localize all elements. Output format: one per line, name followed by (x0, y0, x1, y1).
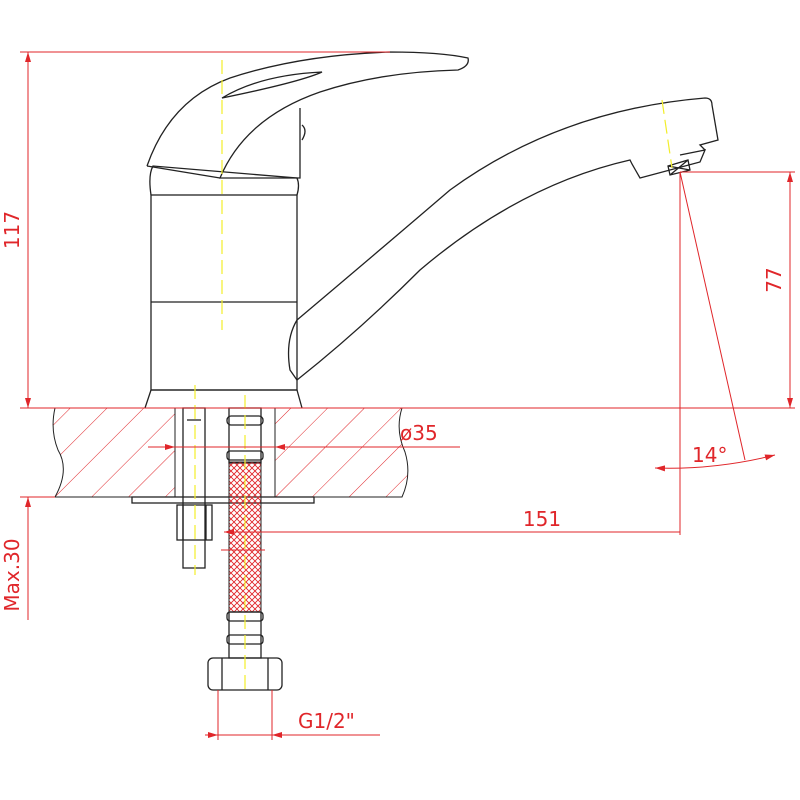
spout (287, 97, 719, 381)
faucet-body (144, 165, 303, 409)
angle-label: 14° (692, 443, 727, 467)
connection-label: G1/2" (298, 709, 355, 733)
centerlines (194, 60, 673, 695)
spout-height-label: 77 (762, 267, 786, 292)
countertop-section (52, 407, 409, 504)
lever-handle (146, 51, 469, 179)
max-thickness-label: Max.30 (0, 538, 24, 611)
reach-label: 151 (523, 507, 561, 531)
dimension-lines (20, 51, 795, 740)
height-label: 117 (0, 211, 24, 249)
hole-diameter-label: ø35 (400, 421, 438, 445)
